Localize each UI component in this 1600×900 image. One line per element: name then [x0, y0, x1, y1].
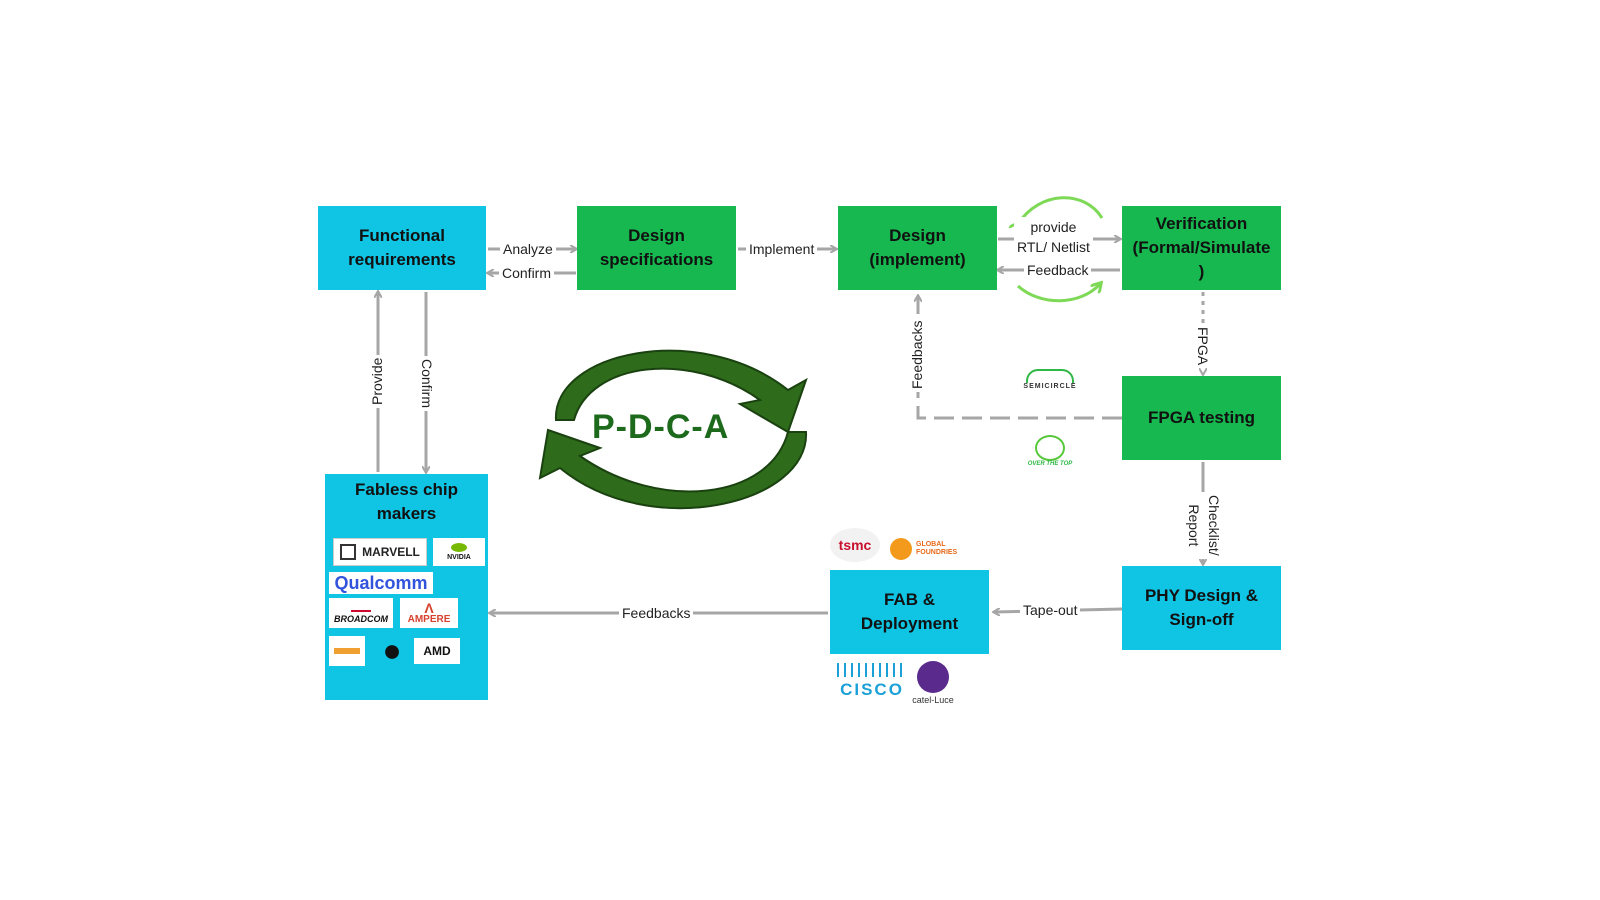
tsmc-logo: tsmc [830, 528, 880, 562]
provide-rtl-label: provide RTL/ Netlist [1014, 217, 1093, 257]
fpga-label: FPGA [1194, 324, 1212, 369]
semicircle-logo: SEMICIRCLE [1020, 366, 1080, 392]
feedbacks-bottom-label: Feedbacks [619, 604, 694, 622]
broadcom-logo: BROADCOM [329, 598, 393, 628]
ampere-logo: Λ AMPERE [400, 598, 458, 628]
nvidia-eye-icon [451, 543, 467, 552]
analyze-label: Analyze [500, 240, 556, 258]
pdca-title: P-D-C-A [592, 408, 730, 446]
alcatel-circle-icon [917, 661, 949, 693]
apple-logo: ● [376, 632, 408, 668]
fab-deployment-box[interactable]: FAB & Deployment [830, 570, 989, 654]
amd-logo: AMD [414, 638, 460, 664]
loop-arc-bottom [1016, 284, 1100, 303]
orange-logo [329, 636, 365, 666]
cisco-bars-icon [837, 662, 907, 677]
provide-label: Provide [368, 354, 386, 408]
over-the-top-icon [1035, 435, 1065, 461]
tape-out-label: Tape-out [1020, 601, 1081, 619]
marvell-logo: MARVELL [333, 538, 427, 566]
over-the-top-logo: OVER THE TOP [1020, 432, 1080, 470]
orange-bar-icon [334, 648, 360, 654]
ampere-a-icon: Λ [424, 599, 434, 616]
marvell-icon [340, 544, 357, 560]
verification-box[interactable]: Verification (Formal/Simulate ) [1122, 206, 1281, 290]
implement-label: Implement [746, 240, 818, 258]
alcatel-logo: catel-Luce [908, 660, 958, 706]
globalfoundries-logo: GLOBAL FOUNDRIES [890, 536, 978, 562]
semicircle-arcs-icon [1026, 368, 1074, 383]
feedbacks-vertical-label: Feedbacks [908, 317, 926, 392]
qualcomm-logo: Qualcomm [329, 572, 433, 594]
nvidia-logo: NVIDIA [433, 538, 485, 566]
fpga-testing-box[interactable]: FPGA testing [1122, 376, 1281, 460]
feedback-label: Feedback [1024, 261, 1092, 279]
design-implement-box[interactable]: Design (implement) [838, 206, 997, 290]
feedbacks-vertical-arrow [918, 296, 1122, 420]
functional-requirements-box[interactable]: Functional requirements [318, 206, 486, 290]
cisco-logo: CISCO [834, 662, 910, 700]
confirm-left-label: Confirm [418, 356, 436, 412]
pdca-cycle-icon [538, 349, 808, 510]
fabless-title: Fabless chip makers [355, 480, 458, 523]
confirm-top-label: Confirm [499, 264, 555, 282]
phy-design-box[interactable]: PHY Design & Sign-off [1122, 566, 1281, 650]
globalfoundries-sun-icon [890, 538, 912, 560]
checklist-report-label: Checklist/ Report [1184, 492, 1224, 559]
design-specifications-box[interactable]: Design specifications [577, 206, 736, 290]
apple-icon: ● [382, 632, 402, 668]
broadcom-pulse-icon [351, 602, 371, 612]
loop-arc-top [1018, 196, 1104, 224]
